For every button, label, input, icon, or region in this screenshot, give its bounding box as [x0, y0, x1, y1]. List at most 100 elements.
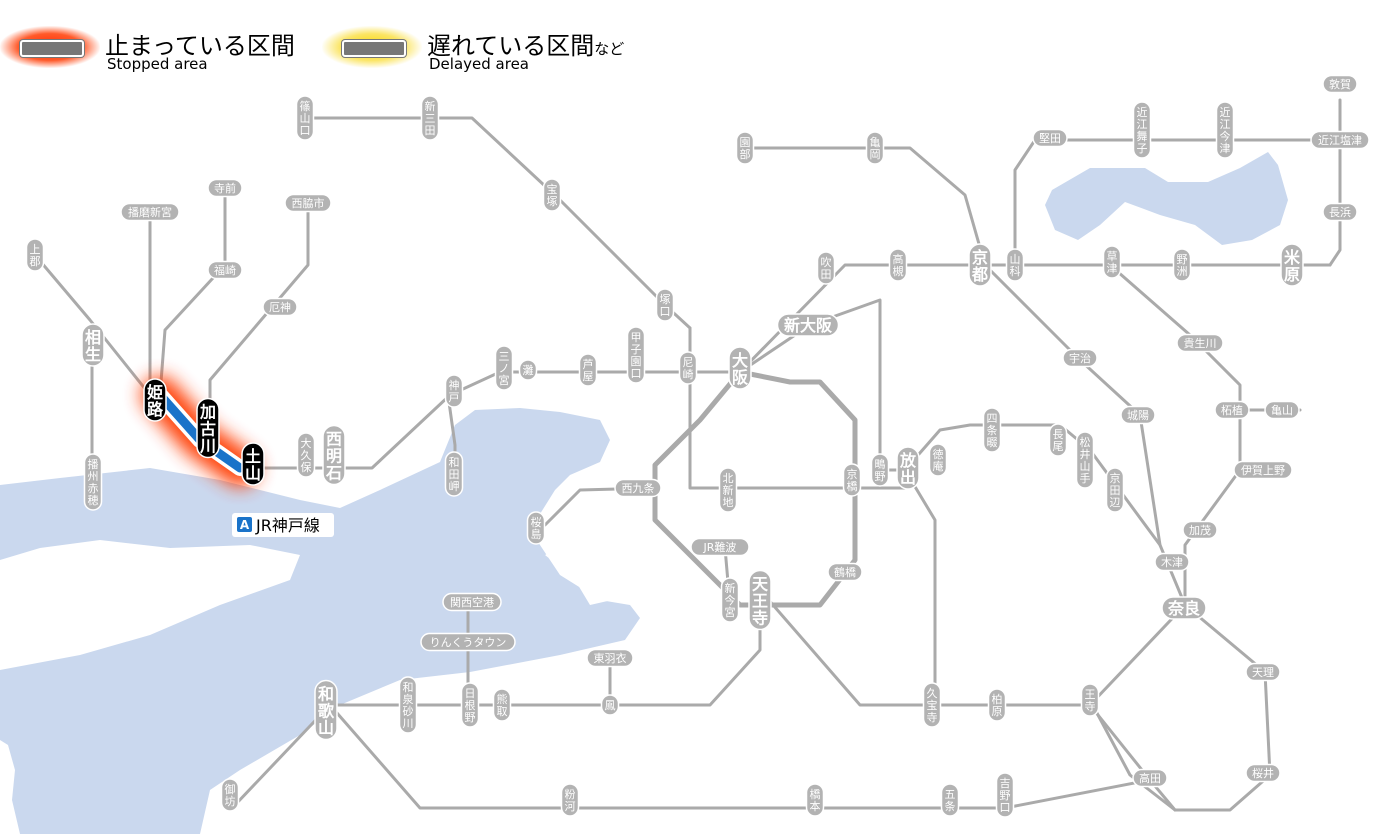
station-tsuchiyama[interactable]: 土山: [241, 442, 265, 486]
station-izumisunagawa[interactable]: 和泉砂川: [398, 676, 418, 734]
station-nishiwakishi[interactable]: 西脇市: [284, 193, 332, 213]
station-nara[interactable]: 奈良: [1161, 596, 1207, 620]
station-shinosaka[interactable]: 新大阪: [776, 313, 840, 337]
station-sakurai[interactable]: 桜井: [1245, 763, 1281, 783]
station-takatsuki[interactable]: 高槻: [888, 248, 908, 282]
station-sannomiya[interactable]: 三ノ宮: [494, 345, 514, 391]
station-nagahama[interactable]: 長浜: [1322, 202, 1358, 222]
station-hineno[interactable]: 日根野: [460, 682, 480, 728]
station-osaka[interactable]: 大阪: [728, 346, 752, 390]
station-shinimamiya[interactable]: 新今宮: [720, 577, 740, 623]
station-kamo[interactable]: 加茂: [1182, 520, 1218, 540]
station-yakujin[interactable]: 厄神: [262, 297, 298, 317]
legend-delayed-ja-main: 遅れている区間: [427, 32, 595, 60]
osaka-bay: [0, 408, 640, 834]
station-rinkutown[interactable]: りんくうタウン: [420, 632, 516, 652]
station-takada[interactable]: 高田: [1132, 768, 1168, 788]
station-tsukaguchi[interactable]: 塚口: [655, 288, 675, 322]
station-nishiakashi[interactable]: 西明石: [322, 424, 346, 486]
station-koshienguchi[interactable]: 甲子園口: [626, 326, 646, 384]
station-harimashingu[interactable]: 播磨新宮: [120, 202, 180, 222]
station-shijonawate[interactable]: 四条畷: [982, 407, 1002, 453]
station-wadamisaki[interactable]: 和田岬: [444, 451, 464, 497]
station-sonobe[interactable]: 園部: [735, 131, 755, 165]
station-nishikujo[interactable]: 西九条: [614, 478, 662, 498]
station-amagasaki[interactable]: 尼崎: [678, 351, 698, 385]
station-label: 草津: [1107, 250, 1118, 275]
station-hashimoto[interactable]: 橋本: [805, 783, 825, 817]
station-omishiotsu[interactable]: 近江塩津: [1310, 130, 1370, 150]
station-label: りんくうタウン: [430, 636, 507, 649]
station-himeji[interactable]: 姫路: [143, 378, 167, 422]
station-tenri[interactable]: 天理: [1245, 662, 1281, 682]
station-otori[interactable]: 鳳: [600, 694, 620, 716]
station-sakurajima[interactable]: 桜島: [526, 511, 546, 545]
station-yasu[interactable]: 野洲: [1172, 248, 1192, 282]
station-jrnamba[interactable]: JR難波: [690, 537, 750, 557]
station-maibara[interactable]: 米原: [1280, 243, 1304, 287]
station-kobe[interactable]: 神戸: [444, 374, 464, 408]
station-omimaiko[interactable]: 近江舞子: [1132, 101, 1152, 159]
station-marker: [1214, 400, 1250, 420]
station-label: 篠山口: [300, 99, 311, 137]
station-label: 近江舞子: [1137, 106, 1148, 155]
station-nada[interactable]: 灘: [518, 359, 538, 381]
station-kokawa[interactable]: 粉河: [560, 783, 580, 817]
station-yamashina[interactable]: 山科: [1005, 248, 1025, 282]
station-kumatori[interactable]: 熊取: [492, 688, 512, 722]
station-kusatsu[interactable]: 草津: [1102, 245, 1122, 279]
station-kibukawa[interactable]: 貴生川: [1176, 333, 1224, 353]
station-kyobashi[interactable]: 京橋: [842, 463, 862, 497]
station-nagao[interactable]: 長尾: [1048, 423, 1068, 457]
station-tsuruga[interactable]: 敦賀: [1322, 74, 1358, 94]
station-kozuki[interactable]: 上郡: [25, 238, 45, 272]
station-joyo[interactable]: 城陽: [1120, 405, 1156, 425]
station-shigino[interactable]: 鴫野: [870, 453, 890, 487]
station-aioi[interactable]: 相生: [81, 323, 105, 367]
station-wakayama[interactable]: 和歌山: [314, 679, 338, 741]
station-kakogawa[interactable]: 加古川: [196, 397, 220, 459]
station-yoshinoguchi[interactable]: 吉野口: [995, 772, 1015, 818]
station-iga_ueno[interactable]: 伊賀上野: [1233, 460, 1293, 480]
station-suita[interactable]: 吹田: [816, 251, 836, 285]
station-omiimazu[interactable]: 近江今津: [1215, 101, 1235, 159]
station-kansaiairport[interactable]: 関西空港: [442, 592, 502, 612]
station-tennoji[interactable]: 天王寺: [748, 569, 772, 631]
station-shinsanda[interactable]: 新三田: [420, 95, 440, 141]
station-marker: [492, 688, 512, 722]
station-gobo[interactable]: 御坊: [220, 778, 240, 812]
station-label: 伊賀上野: [1241, 464, 1285, 477]
station-marker: [1245, 763, 1281, 783]
station-takarazuka[interactable]: 宝塚: [542, 178, 562, 212]
station-hanaten[interactable]: 放出: [896, 446, 920, 490]
station-sasayamaguchi[interactable]: 篠山口: [295, 95, 315, 141]
station-kitashinchi[interactable]: 北新地: [718, 467, 738, 513]
station-teramae[interactable]: 寺前: [207, 178, 243, 198]
station-kizu[interactable]: 木津: [1154, 552, 1190, 572]
station-katata[interactable]: 堅田: [1032, 128, 1068, 148]
station-oji[interactable]: 王寺: [1080, 683, 1100, 717]
stopped-line-swatch: [20, 40, 84, 57]
station-ashiya[interactable]: 芦屋: [578, 353, 598, 387]
station-marker: [1048, 423, 1068, 457]
station-okubo[interactable]: 大久保: [296, 432, 316, 478]
station-kameoka[interactable]: 亀岡: [865, 131, 885, 165]
station-tsuruhashi[interactable]: 鶴橋: [827, 562, 863, 582]
station-banshuako[interactable]: 播州赤穂: [83, 453, 103, 511]
station-uji[interactable]: 宇治: [1062, 348, 1098, 368]
station-marker: [1322, 74, 1358, 94]
station-fukusaki[interactable]: 福崎: [207, 260, 243, 280]
station-kameyama[interactable]: 亀山: [1264, 400, 1300, 420]
station-kyotanabe[interactable]: 京田辺: [1105, 467, 1125, 513]
station-higashihagoromo[interactable]: 東羽衣: [586, 648, 634, 668]
station-gojo[interactable]: 五条: [940, 783, 960, 817]
station-kyuhoji[interactable]: 久宝寺: [922, 682, 942, 728]
station-kashiwara[interactable]: 柏原: [987, 688, 1007, 722]
station-kyoto[interactable]: 京都: [968, 243, 992, 287]
station-marker: [494, 345, 514, 391]
station-tokuan[interactable]: 徳庵: [928, 443, 948, 477]
station-matsuiyamate[interactable]: 松井山手: [1075, 431, 1095, 489]
lake-biwa: [1045, 152, 1288, 245]
station-tsuge[interactable]: 柘植: [1214, 400, 1250, 420]
